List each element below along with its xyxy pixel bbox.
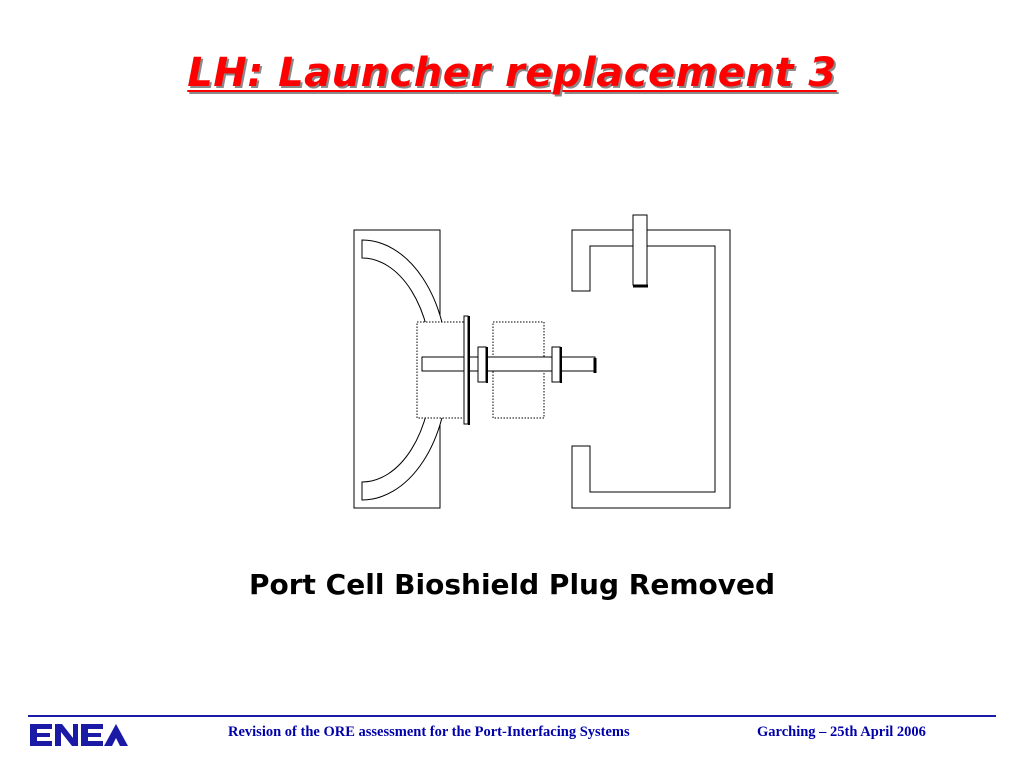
- enea-logo-icon: [30, 724, 128, 746]
- diagram-caption: Port Cell Bioshield Plug Removed: [248, 568, 776, 601]
- small-flange-right: [551, 346, 561, 383]
- slide-title: LH: Launcher replacement 3: [187, 50, 837, 96]
- curved-first-wall: [361, 239, 449, 501]
- footer-right-text: Garching – 25th April 2006: [757, 724, 926, 740]
- flange-plate: [463, 315, 469, 425]
- small-flange-left: [477, 346, 487, 383]
- plug-vertical-bar: [632, 214, 648, 286]
- footer-left-text: Revision of the ORE assessment for the P…: [228, 724, 630, 740]
- launcher-shaft: [421, 356, 596, 372]
- port-cell-enclosure: [571, 229, 731, 509]
- footer-divider: [28, 715, 996, 717]
